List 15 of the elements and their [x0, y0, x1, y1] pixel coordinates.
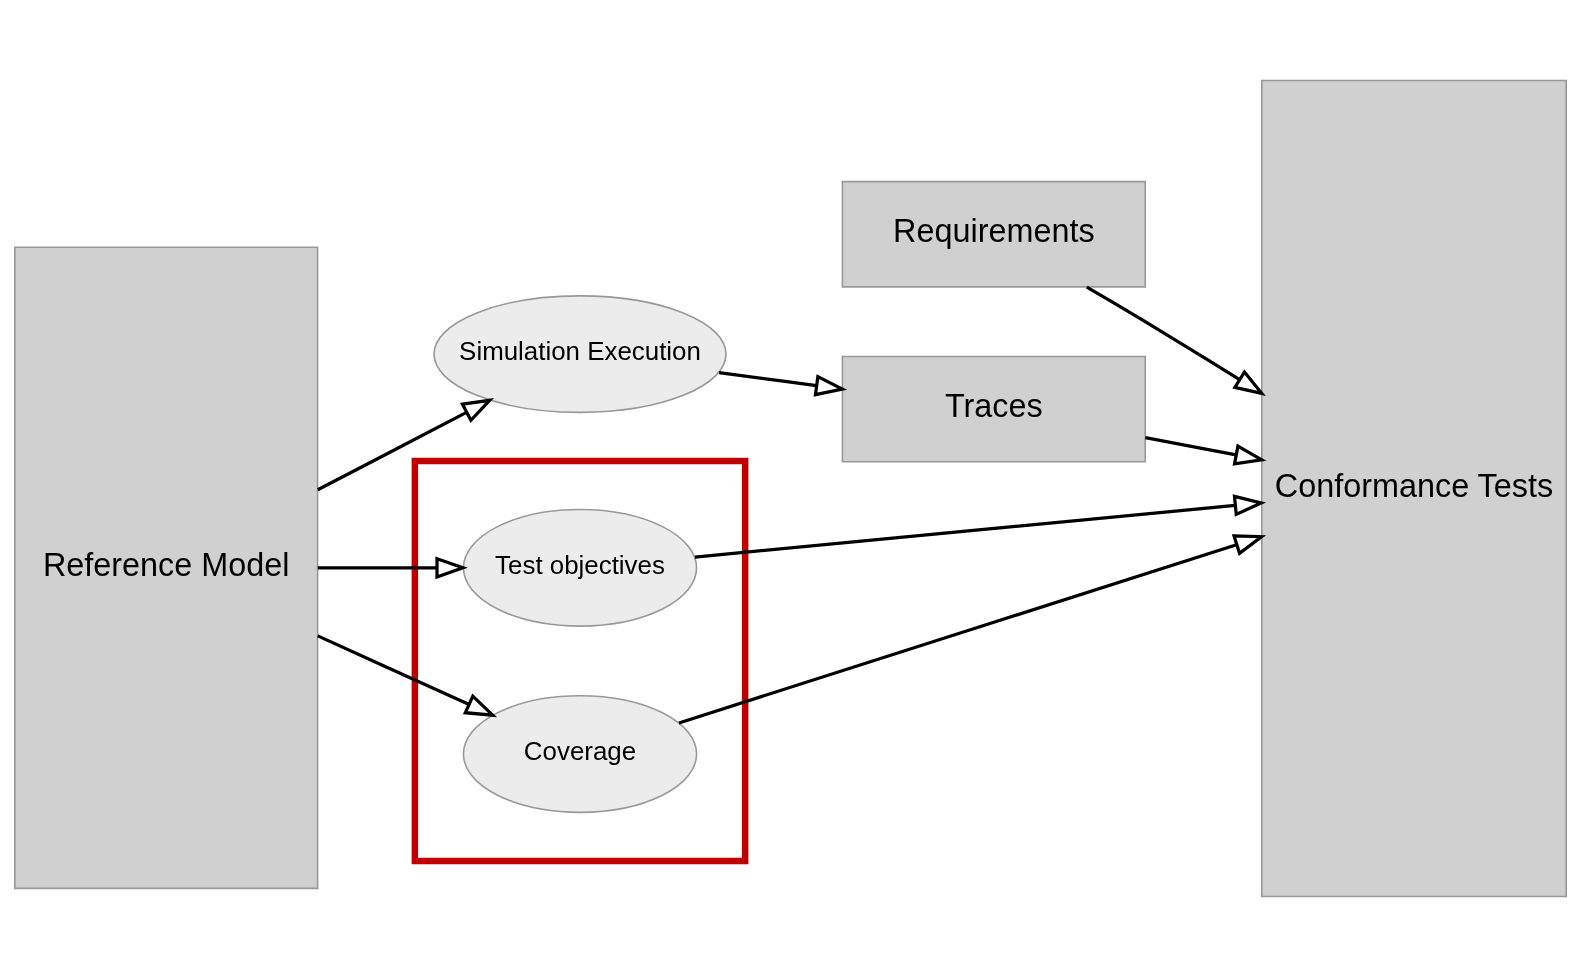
- arrow: [317, 397, 495, 491]
- arrow: [317, 556, 468, 579]
- arrow: [694, 493, 1267, 559]
- node-ellipse: Simulation Execution: [433, 294, 727, 413]
- cluster: [411, 457, 749, 864]
- node-box: Traces: [841, 355, 1147, 463]
- arrow: [718, 370, 848, 397]
- node-ellipse: Test objectives: [462, 508, 698, 627]
- arrow: [1145, 435, 1267, 466]
- node-box: Conformance Tests: [1261, 79, 1567, 897]
- arrow: [1085, 285, 1266, 396]
- arrow: [317, 633, 498, 717]
- node-box: Reference Model: [14, 245, 319, 889]
- node-box: Requirements: [841, 180, 1147, 288]
- arrow: [678, 533, 1267, 724]
